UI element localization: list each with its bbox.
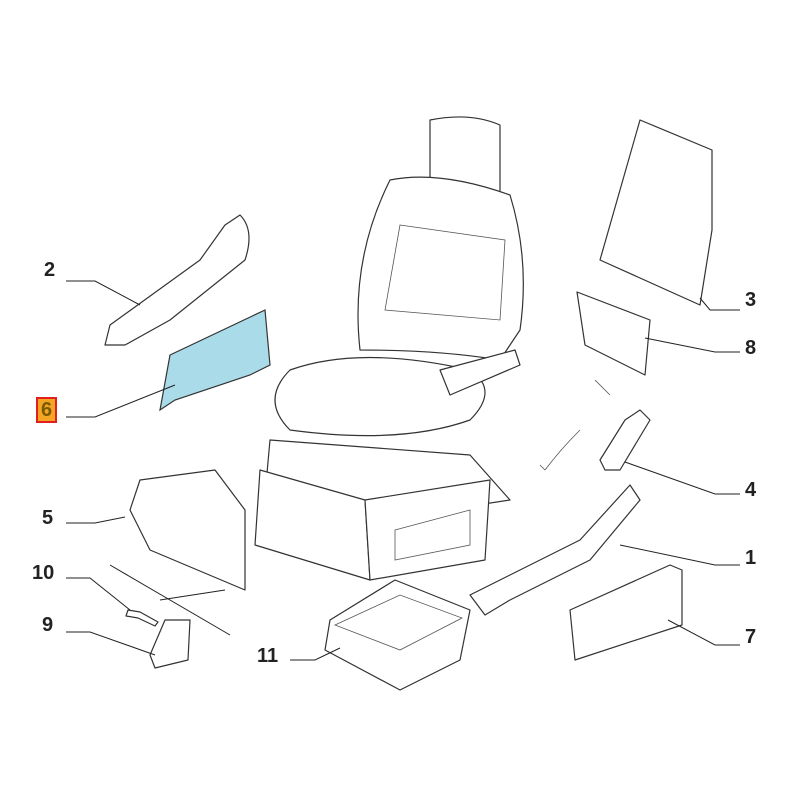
- part-4-handle[interactable]: [599, 409, 651, 471]
- leader-lines: [66, 280, 740, 661]
- callout-3[interactable]: 3: [745, 289, 757, 311]
- cable-harness: [539, 379, 611, 471]
- part-10-screw[interactable]: [125, 609, 159, 627]
- part-2-side-trim[interactable]: [104, 214, 250, 346]
- part-6-side-cover-highlighted[interactable]: [159, 309, 271, 412]
- part-5-grille-cover[interactable]: [129, 469, 246, 591]
- callout-6-highlighted[interactable]: 6: [36, 397, 58, 423]
- callout-2[interactable]: 2: [44, 259, 56, 281]
- callout-10[interactable]: 10: [32, 562, 55, 584]
- callout-9[interactable]: 9: [42, 614, 54, 636]
- part-7-panel[interactable]: [569, 564, 683, 661]
- callout-7[interactable]: 7: [745, 626, 757, 648]
- callout-11[interactable]: 11: [257, 645, 279, 667]
- callout-5[interactable]: 5: [42, 507, 54, 529]
- callout-1[interactable]: 1: [745, 547, 757, 569]
- part-8-back-panel[interactable]: [576, 291, 651, 376]
- part-1-side-rail[interactable]: [469, 484, 641, 616]
- part-3-backrest-cover[interactable]: [599, 119, 713, 306]
- seat-assembly: [254, 116, 524, 581]
- callout-8[interactable]: 8: [745, 337, 757, 359]
- callout-4[interactable]: 4: [745, 479, 757, 501]
- part-9-bracket[interactable]: [149, 619, 191, 669]
